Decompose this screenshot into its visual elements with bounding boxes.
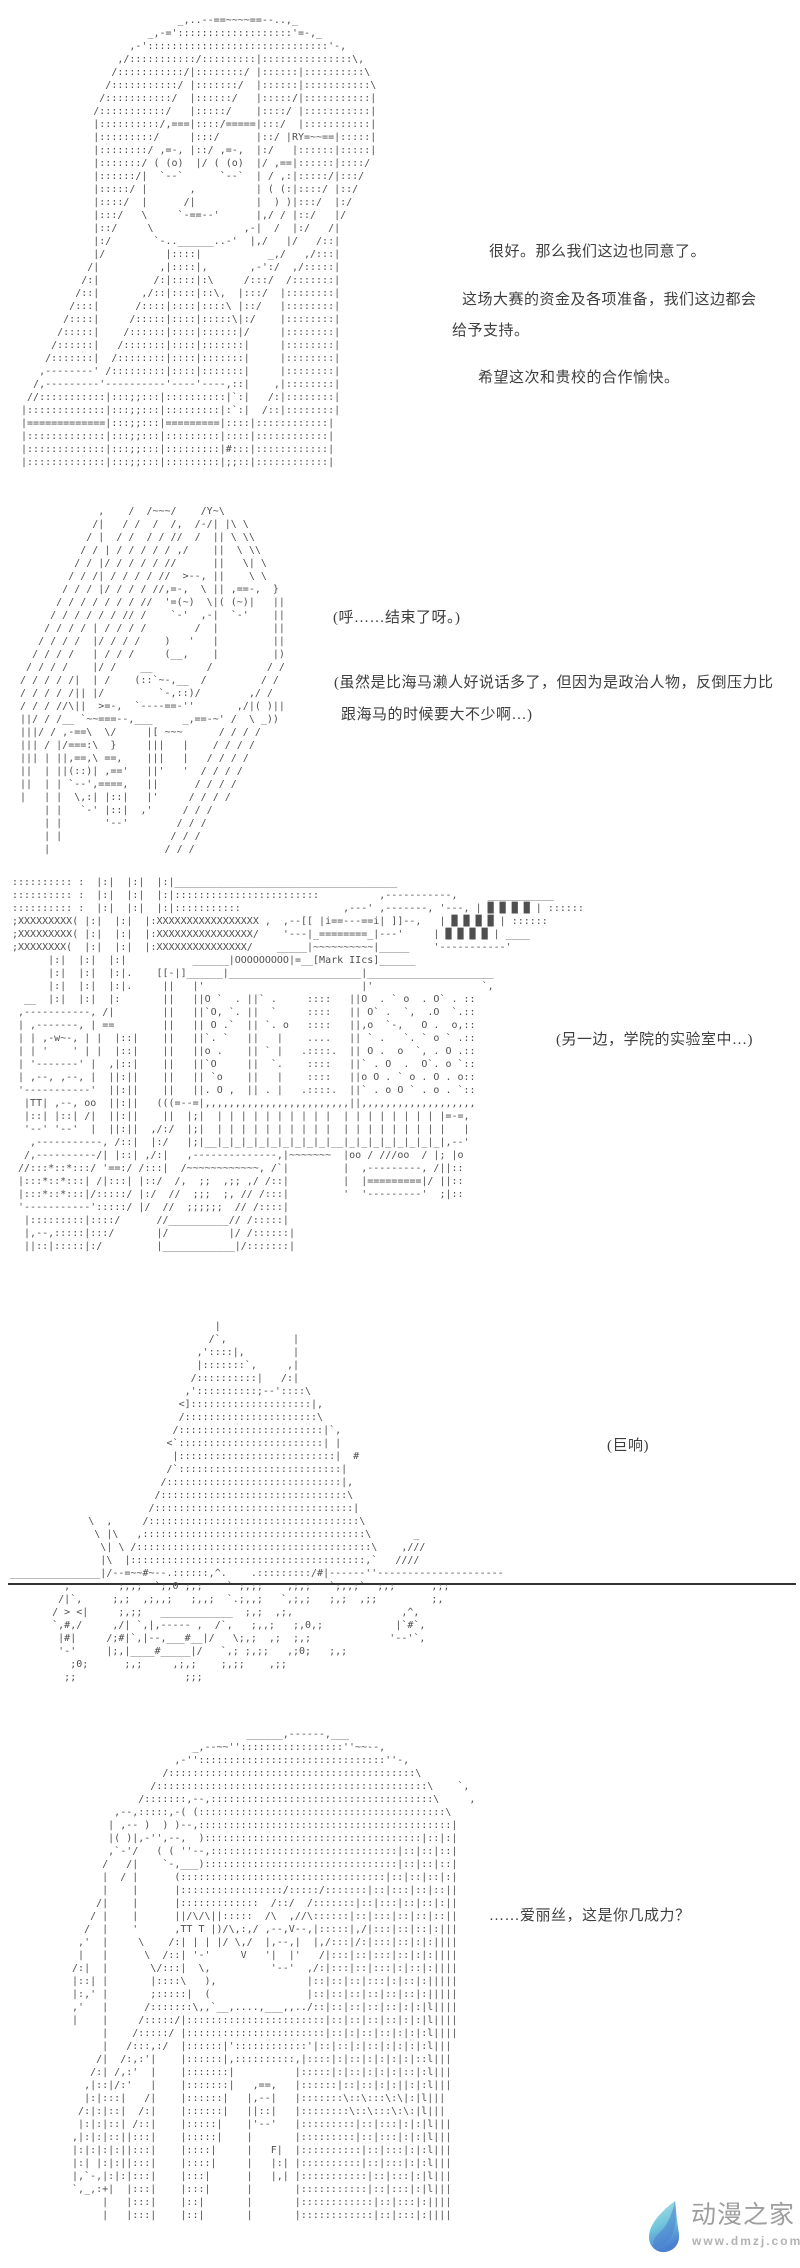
- dialogue-p2-line2: (虽然是比海马濑人好说话多了，但因为是政治人物，反倒压力比: [334, 675, 774, 691]
- site-url: www.dmzj.com: [692, 2234, 800, 2248]
- dialogue-p5-line1: ……爱丽丝，这是你几成力？: [489, 1908, 691, 1924]
- caption-explosion: (巨响): [607, 1438, 649, 1454]
- ascii-art-laboratory: :::::::::: : |:| |:| |:|________________…: [12, 877, 584, 1252]
- caption-laboratory: (另一边，学院的实验室中…): [556, 1032, 753, 1048]
- ascii-art-explosion: | /`, | ,'::::|, | |:::::::`, ,| /::::::…: [10, 1321, 504, 1683]
- dmzj-watermark: 动漫之家 www.dmzj.com: [644, 2198, 800, 2260]
- dialogue-p1-line2: 这场大赛的资金及各项准备，我们这边都会: [462, 292, 757, 308]
- dmzj-leaf-icon: [649, 2201, 680, 2253]
- ascii-art-girl: , / /~~~/ /Y~\ /| / / / /, /-/| |\ \ / |…: [20, 506, 285, 855]
- site-name: 动漫之家: [691, 2201, 796, 2229]
- dialogue-p1-line1: 很好。那么我们这边也同意了。: [489, 244, 707, 260]
- ground-line: [8, 1583, 796, 1585]
- ascii-art-alice: ______,------,___ _,--~~''::::::::::::::…: [72, 1729, 476, 2221]
- dialogue-p1-line4: 希望这次和贵校的合作愉快。: [478, 370, 680, 386]
- dialogue-p2-line1: (呼……结束了呀。): [333, 610, 461, 626]
- ascii-art-politician: _,..--==~~~~==--..,_ _,-='::::::::::::::…: [21, 15, 377, 468]
- dialogue-p1-line3: 给予支持。: [452, 323, 530, 339]
- dialogue-p2-line3: 跟海马的时候要大不少啊…): [341, 707, 533, 723]
